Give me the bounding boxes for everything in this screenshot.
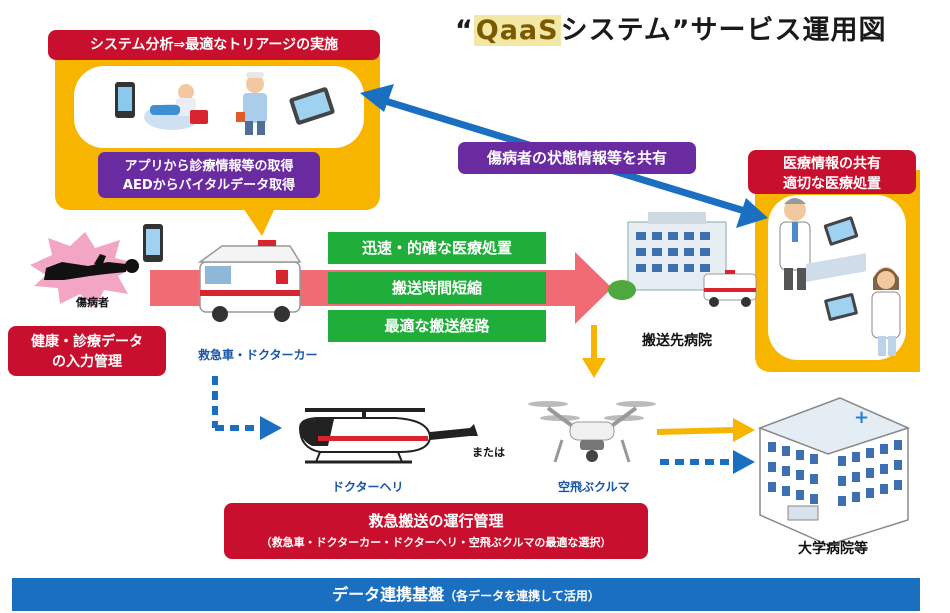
data-platform-main: データ連携基盤 (332, 585, 445, 604)
data-acquisition-line1: アプリから診療情報等の取得 (124, 159, 294, 174)
data-platform-text: データ連携基盤（各データを連携して活用） (12, 578, 920, 611)
share-info-label: 傷病者の状態情報等を共有 (458, 142, 696, 174)
university-hospital-label: 大学病院等 (798, 541, 868, 557)
title-rest: システム”サービス運用図 (560, 15, 887, 46)
doctor-male-icon (779, 198, 811, 290)
transport-management-line2: （救急車・ドクターカー・ドクターヘリ・空飛ぶクルマの最適な選択） (260, 536, 612, 549)
medical-info-line1: 医療情報の共有 (783, 156, 881, 172)
yellow-right-arrow-line (656, 427, 736, 435)
helicopter-icon (298, 408, 478, 464)
doctor-female-icon (871, 267, 901, 356)
data-acquisition-line2: AEDからバイタルデータ取得 (122, 178, 296, 193)
or-label: または (472, 446, 505, 459)
benefit-time-reduction: 搬送時間短縮 (328, 272, 546, 304)
down-arrow-head (582, 358, 606, 378)
health-data-line2: の入力管理 (52, 354, 122, 370)
patient-silhouette-icon (44, 254, 139, 280)
destination-hospital-label: 搬送先病院 (642, 333, 712, 349)
blue-dotted-arrow-right-head (733, 450, 755, 474)
benefit-rapid-treatment: 迅速・的確な医療処置 (328, 232, 546, 264)
share-arrow-head-left (360, 84, 394, 112)
title-brand: QaaS (473, 15, 561, 46)
yellow-right-arrow-head (733, 418, 755, 442)
patient-label: 傷病者 (76, 296, 109, 309)
smartphone-icon (143, 224, 163, 262)
analysis-inner-panel (74, 66, 364, 148)
nurse-tablet-icon (824, 293, 858, 321)
transport-management-label: 救急搬送の運行管理 （救急車・ドクターカー・ドクターヘリ・空飛ぶクルマの最適な選… (224, 503, 648, 559)
data-platform-bar (12, 578, 920, 611)
flying-car-label: 空飛ぶクルマ (558, 480, 630, 494)
drone-icon (528, 401, 656, 463)
ambulance-icon (197, 240, 302, 322)
phone-app-icon (115, 82, 135, 118)
paramedic-icon (236, 72, 267, 135)
title-quote: “ (455, 15, 474, 46)
helicopter-label: ドクターヘリ (332, 480, 404, 494)
blue-dotted-arrow-heli-head (260, 416, 282, 440)
tablet-icon (289, 87, 335, 125)
small-ambulance-icon (703, 270, 757, 307)
svg-text:+: + (854, 407, 869, 428)
health-data-line1: 健康・診療データ (31, 334, 143, 350)
medical-info-label: 医療情報の共有 適切な医療処置 (748, 150, 916, 194)
page-title: “QaaSシステム”サービス運用図 (455, 8, 887, 47)
ambulance-label: 救急車・ドクターカー (198, 348, 318, 362)
doctor-tablet-icon (823, 216, 859, 246)
university-hospital-icon: + (757, 253, 911, 546)
medical-info-line2: 適切な医療処置 (783, 176, 881, 192)
benefit-optimal-route: 最適な搬送経路 (328, 310, 546, 342)
data-acquisition-box: アプリから診療情報等の取得 AEDからバイタルデータ取得 (98, 152, 320, 198)
data-platform-sub: （各データを連携して活用） (444, 589, 600, 603)
analysis-label: システム分析⇒最適なトリアージの実施 (48, 30, 380, 60)
health-data-label: 健康・診療データ の入力管理 (8, 326, 166, 376)
transport-management-line1: 救急搬送の運行管理 (368, 512, 504, 530)
share-arrow-head-right (736, 198, 768, 228)
aed-rescuer-icon (144, 84, 208, 130)
analysis-bubble-tail (243, 208, 275, 236)
